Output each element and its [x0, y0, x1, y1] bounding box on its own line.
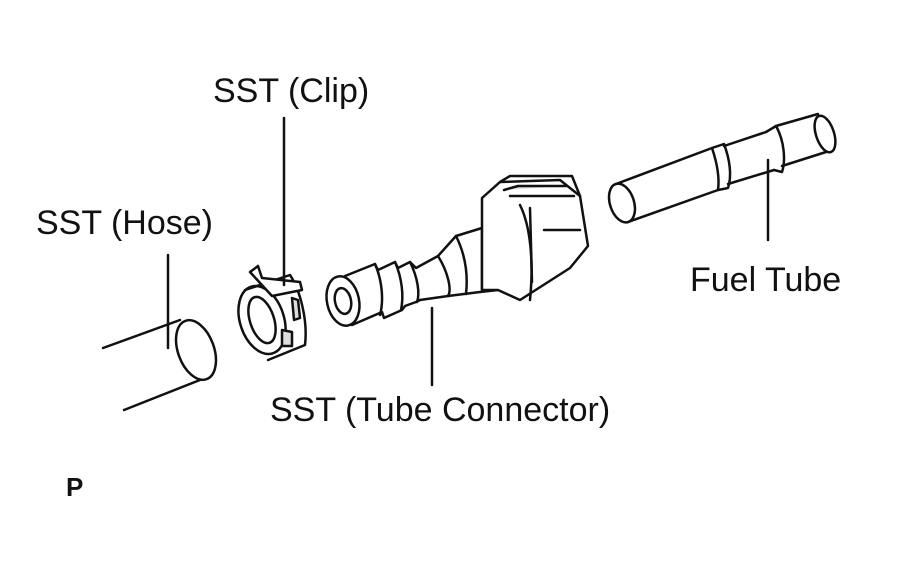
- fuel-tube-part: [607, 112, 837, 224]
- tube-connector-part: [325, 174, 590, 327]
- hose-part: [101, 318, 218, 412]
- clip-part: [237, 264, 307, 362]
- fuel-tube-label: Fuel Tube: [690, 261, 842, 299]
- figure-code: P: [66, 472, 84, 502]
- tube-connector-label: SST (Tube Connector): [270, 391, 611, 429]
- leader-lines: [166, 116, 770, 387]
- clip-label: SST (Clip): [213, 72, 370, 110]
- hose-label: SST (Hose): [36, 204, 213, 242]
